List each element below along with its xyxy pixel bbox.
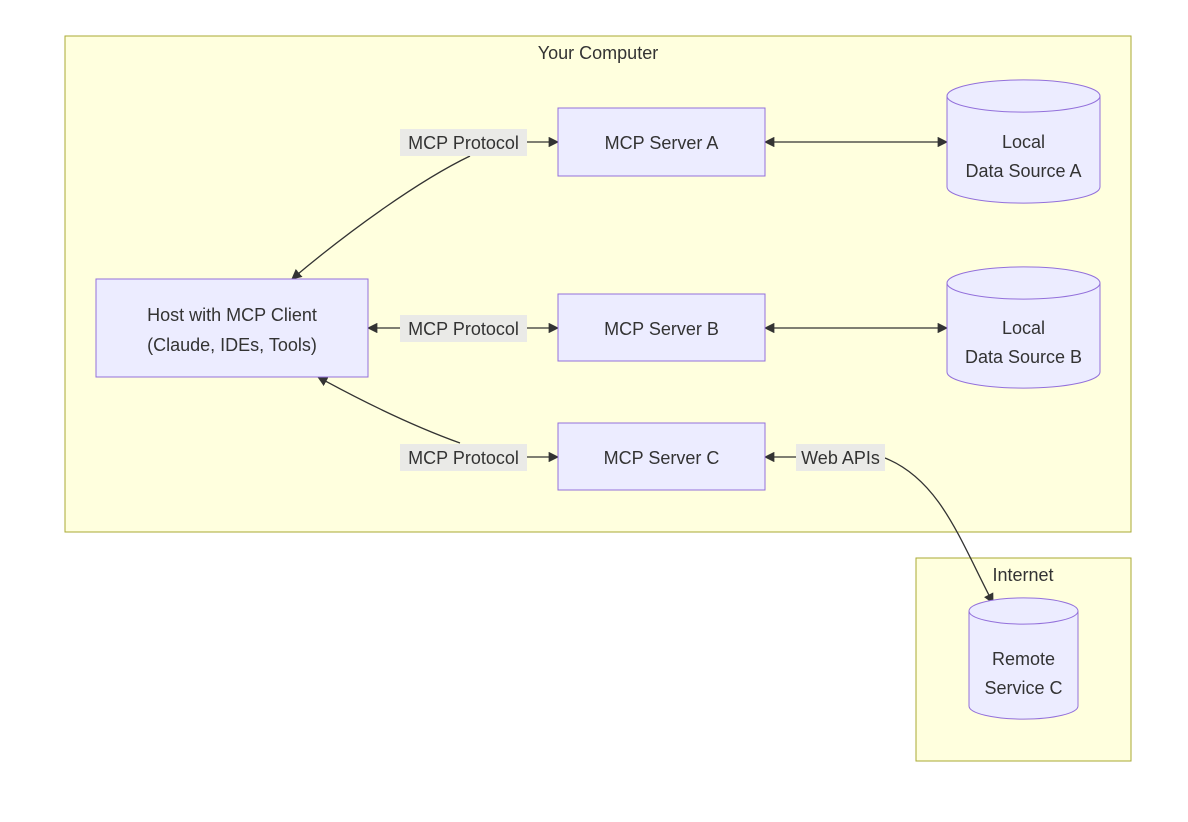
edge-label-host-b-text: MCP Protocol [408, 319, 519, 339]
edge-label-host-c-text: MCP Protocol [408, 448, 519, 468]
database-icon-rim [968, 610, 1079, 625]
cluster-internet: Internet [915, 557, 1132, 762]
host-node[interactable]: Host with MCP Client (Claude, IDEs, Tool… [95, 278, 369, 378]
local-data-source-a-node[interactable]: Local Data Source A [946, 79, 1101, 204]
cluster-internet-label: Internet [992, 565, 1053, 585]
database-icon [946, 79, 1101, 204]
mcp-server-c-node[interactable]: MCP Server C [557, 422, 766, 491]
edges [291, 136, 994, 604]
edge-label-web-apis-text: Web APIs [801, 448, 880, 468]
remote-service-c-line1: Remote [992, 649, 1055, 669]
mcp-server-a-node[interactable]: MCP Server A [557, 107, 766, 177]
database-icon-rim [946, 282, 1101, 300]
mcp-server-b-node[interactable]: MCP Server B [557, 293, 766, 362]
mcp-server-a-label: MCP Server A [605, 133, 719, 153]
edge-label-web-apis: Web APIs [796, 444, 885, 471]
host-node-label-line2: (Claude, IDEs, Tools) [147, 335, 317, 355]
mcp-server-b-label: MCP Server B [604, 319, 719, 339]
database-icon [968, 597, 1079, 720]
edge-host-server-a-curve [291, 155, 471, 280]
edge-label-host-b: MCP Protocol [400, 315, 527, 342]
mcp-server-c-label: MCP Server C [604, 448, 720, 468]
local-data-source-a-line1: Local [1002, 132, 1045, 152]
edge-label-host-a: MCP Protocol [400, 129, 527, 156]
database-icon-rim [946, 95, 1101, 113]
cluster-your-computer-label: Your Computer [538, 43, 658, 63]
local-data-source-b-line1: Local [1002, 318, 1045, 338]
local-data-source-b-node[interactable]: Local Data Source B [946, 266, 1101, 389]
remote-service-c-node[interactable]: Remote Service C [968, 597, 1079, 720]
edge-label-host-a-text: MCP Protocol [408, 133, 519, 153]
remote-service-c-line2: Service C [984, 678, 1062, 698]
local-data-source-b-line2: Data Source B [965, 347, 1082, 367]
edge-label-host-c: MCP Protocol [400, 444, 527, 471]
edge-host-server-c-curve [317, 376, 461, 444]
edge-labels: MCP Protocol MCP Protocol MCP Protocol W… [400, 129, 885, 471]
local-data-source-a-line2: Data Source A [965, 161, 1081, 181]
edge-web-remote-curve [884, 457, 994, 604]
host-node-label-line1: Host with MCP Client [147, 305, 317, 325]
